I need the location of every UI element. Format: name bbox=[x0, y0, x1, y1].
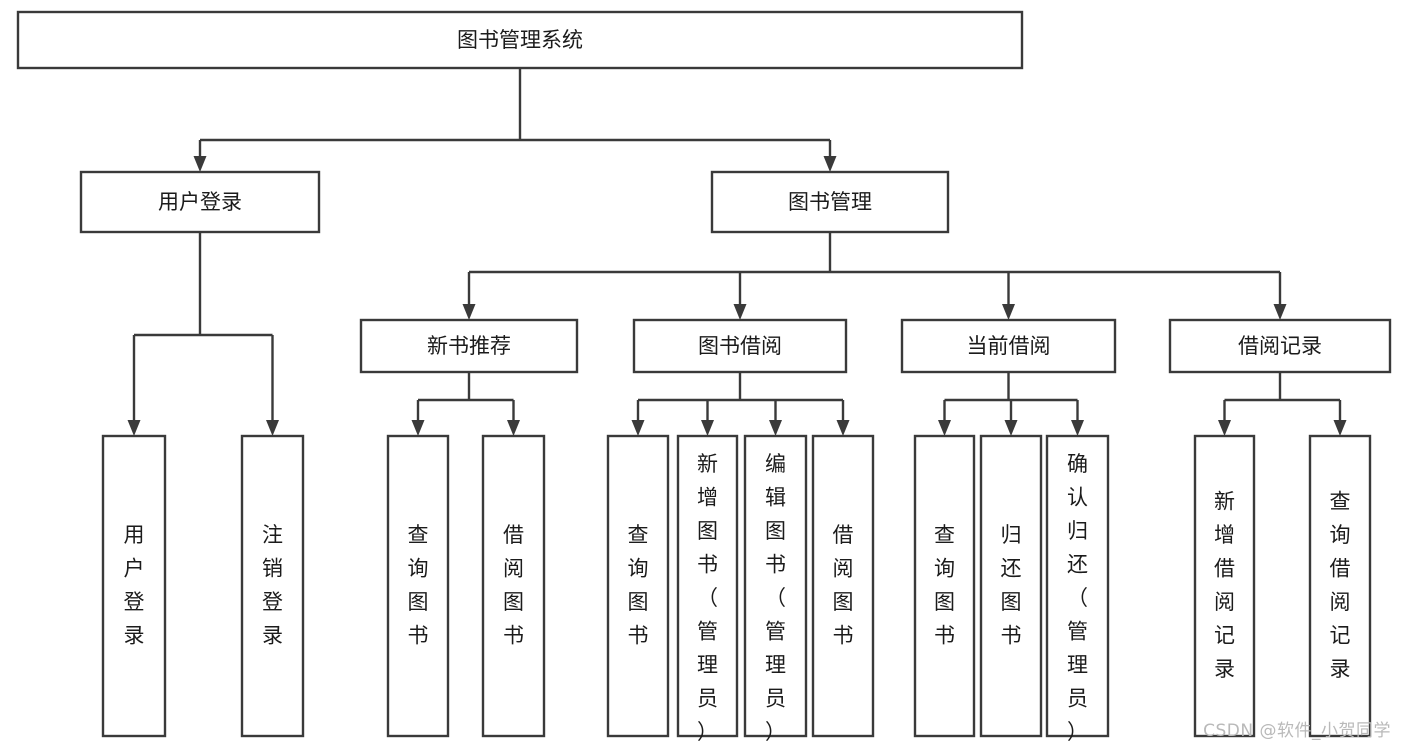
arrow-head-leaf_query_book_2 bbox=[631, 420, 645, 436]
arrow-head-leaf_add_book_admin bbox=[701, 420, 714, 436]
node-box-leaf-query-book-2 bbox=[606, 434, 670, 738]
node-label-leaf-add-record: 新增借阅记录 bbox=[1214, 489, 1235, 681]
node-box-leaf-query-record bbox=[1308, 434, 1372, 738]
node-borrow-record[interactable]: 借阅记录 bbox=[1168, 318, 1392, 374]
node-box-book-manage bbox=[710, 170, 950, 234]
node-book-manage[interactable]: 图书管理 bbox=[710, 170, 950, 234]
node-label-book-borrow: 图书借阅 bbox=[698, 334, 782, 358]
node-label-leaf-confirm-return-admin: 确认归还（管理员） bbox=[1067, 452, 1088, 744]
connectors-layer bbox=[127, 68, 1347, 436]
node-leaf-edit-book-admin[interactable]: 编辑图书（管理员） bbox=[743, 434, 808, 744]
arrow-head-leaf_confirm_return_admin bbox=[1071, 420, 1084, 436]
node-label-leaf-add-book-admin: 新增图书（管理员） bbox=[697, 452, 718, 744]
node-leaf-borrow-book-2[interactable]: 借阅图书 bbox=[811, 434, 875, 738]
node-leaf-logout[interactable]: 注销登录 bbox=[240, 434, 305, 738]
node-box-leaf-user-login bbox=[101, 434, 167, 738]
node-label-leaf-borrow-book-2: 借阅图书 bbox=[833, 523, 854, 648]
arrow-head-leaf_borrow_book_2 bbox=[836, 420, 850, 436]
node-box-leaf-query-book-1 bbox=[386, 434, 450, 738]
arrow-head-leaf_user_login bbox=[127, 420, 141, 436]
node-book-borrow[interactable]: 图书借阅 bbox=[632, 318, 848, 374]
arrow-head-leaf_logout bbox=[266, 420, 279, 436]
arrow-head-leaf_return_book bbox=[1004, 420, 1018, 436]
node-box-borrow-record bbox=[1168, 318, 1392, 374]
node-label-leaf-query-book-2: 查询图书 bbox=[628, 523, 649, 648]
arrow-head-book_borrow bbox=[733, 304, 747, 320]
node-box-leaf-confirm-return-admin bbox=[1045, 434, 1110, 738]
node-box-leaf-logout bbox=[240, 434, 305, 738]
node-leaf-return-book[interactable]: 归还图书 bbox=[979, 434, 1043, 738]
node-label-root: 图书管理系统 bbox=[457, 28, 583, 52]
node-box-root bbox=[16, 10, 1024, 70]
node-leaf-query-book-2[interactable]: 查询图书 bbox=[606, 434, 670, 738]
node-new-book-rec[interactable]: 新书推荐 bbox=[359, 318, 579, 374]
node-label-leaf-query-book-3: 查询图书 bbox=[934, 523, 955, 648]
node-box-leaf-borrow-book-2 bbox=[811, 434, 875, 738]
node-box-new-book-rec bbox=[359, 318, 579, 374]
arrow-head-leaf_query_book_3 bbox=[938, 420, 951, 436]
node-leaf-query-book-1[interactable]: 查询图书 bbox=[386, 434, 450, 738]
node-label-leaf-query-book-1: 查询图书 bbox=[408, 523, 429, 648]
node-leaf-add-record[interactable]: 新增借阅记录 bbox=[1193, 434, 1256, 738]
arrow-head-leaf_query_record bbox=[1333, 420, 1347, 436]
node-box-user-login bbox=[79, 170, 321, 234]
node-box-leaf-return-book bbox=[979, 434, 1043, 738]
node-label-borrow-record: 借阅记录 bbox=[1238, 334, 1322, 358]
arrow-head-leaf_query_book_1 bbox=[411, 420, 425, 436]
node-label-leaf-edit-book-admin: 编辑图书（管理员） bbox=[765, 452, 786, 744]
node-leaf-confirm-return-admin[interactable]: 确认归还（管理员） bbox=[1045, 434, 1110, 744]
arrow-head-new_book_rec bbox=[462, 304, 476, 320]
node-root[interactable]: 图书管理系统 bbox=[16, 10, 1024, 70]
arrow-head-current_borrow bbox=[1002, 304, 1015, 320]
arrow-head-user_login bbox=[193, 156, 207, 172]
arrow-head-leaf_edit_book_admin bbox=[769, 420, 782, 436]
node-box-leaf-edit-book-admin bbox=[743, 434, 808, 738]
arrow-head-borrow_record bbox=[1273, 304, 1287, 320]
node-leaf-query-book-3[interactable]: 查询图书 bbox=[913, 434, 976, 738]
node-label-leaf-borrow-book-1: 借阅图书 bbox=[503, 523, 524, 648]
node-label-leaf-logout: 注销登录 bbox=[262, 523, 283, 648]
node-leaf-user-login[interactable]: 用户登录 bbox=[101, 434, 167, 738]
node-leaf-query-record[interactable]: 查询借阅记录 bbox=[1308, 434, 1372, 738]
node-label-current-borrow: 当前借阅 bbox=[967, 334, 1051, 358]
node-box-leaf-borrow-book-1 bbox=[481, 434, 546, 738]
node-box-leaf-add-book-admin bbox=[676, 434, 739, 738]
arrow-head-leaf_borrow_book_1 bbox=[507, 420, 520, 436]
node-label-new-book-rec: 新书推荐 bbox=[427, 334, 511, 358]
node-leaf-borrow-book-1[interactable]: 借阅图书 bbox=[481, 434, 546, 738]
node-user-login[interactable]: 用户登录 bbox=[79, 170, 321, 234]
node-label-book-manage: 图书管理 bbox=[788, 190, 872, 214]
node-current-borrow[interactable]: 当前借阅 bbox=[900, 318, 1117, 374]
node-box-leaf-add-record bbox=[1193, 434, 1256, 738]
node-label-leaf-query-record: 查询借阅记录 bbox=[1330, 489, 1351, 681]
node-label-user-login: 用户登录 bbox=[158, 190, 242, 214]
node-box-leaf-query-book-3 bbox=[913, 434, 976, 738]
nodes-layer: 图书管理系统用户登录图书管理新书推荐图书借阅当前借阅借阅记录用户登录注销登录查询… bbox=[16, 10, 1392, 744]
arrow-head-book_manage bbox=[823, 156, 837, 172]
node-label-leaf-return-book: 归还图书 bbox=[1001, 523, 1022, 648]
arrow-head-leaf_add_record bbox=[1218, 420, 1231, 436]
node-label-leaf-user-login: 用户登录 bbox=[124, 523, 145, 648]
node-box-book-borrow bbox=[632, 318, 848, 374]
node-leaf-add-book-admin[interactable]: 新增图书（管理员） bbox=[676, 434, 739, 744]
node-box-current-borrow bbox=[900, 318, 1117, 374]
